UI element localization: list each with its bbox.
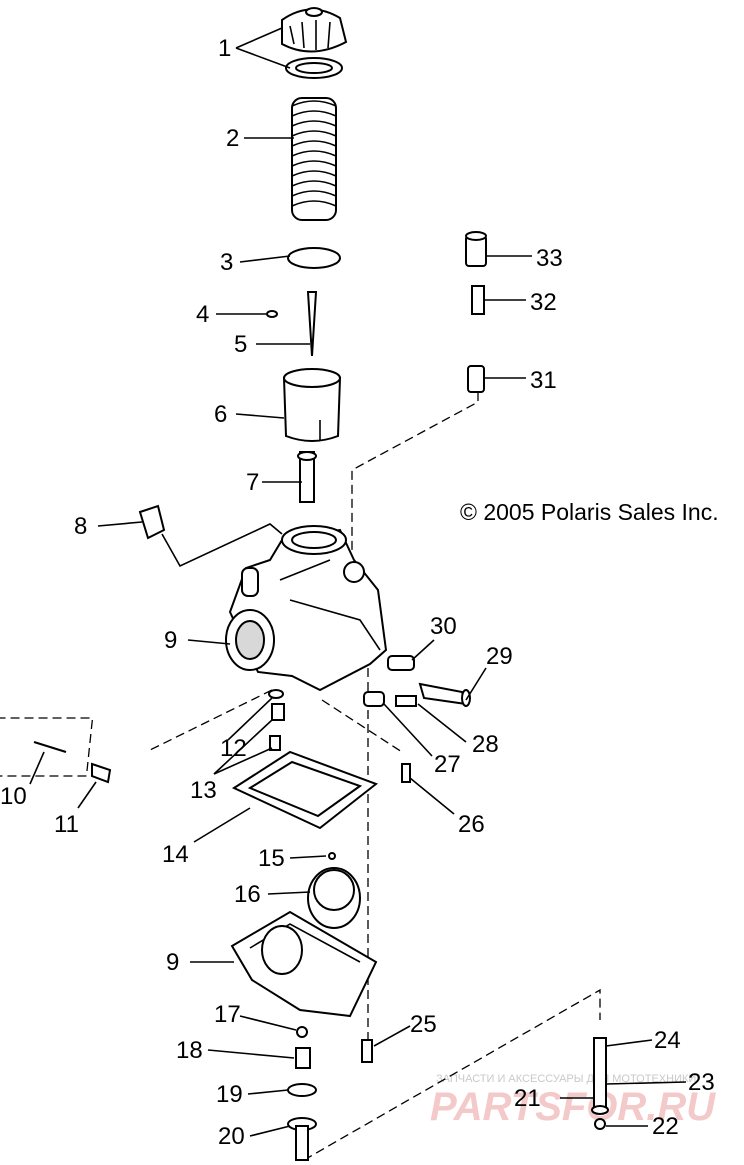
jet-washer [268, 689, 284, 699]
needle-retainer [287, 247, 341, 269]
guide-bracket-10 [0, 717, 94, 777]
callout-26: 26 [458, 811, 485, 838]
callout-21: 21 [514, 1085, 541, 1112]
callout-1: 1 [218, 35, 231, 62]
carburetor-body [225, 525, 388, 692]
callout-30: 30 [430, 613, 457, 640]
callout-23: 23 [688, 1069, 715, 1096]
callout-labels: 1 2 3 4 5 6 7 8 9 9 10 11 12 13 14 15 16… [0, 35, 715, 1150]
drain-tube [33, 741, 67, 753]
o-ring [287, 1083, 317, 1097]
float-bowl [230, 910, 378, 1018]
vent-cap [138, 504, 166, 540]
callout-33: 33 [536, 245, 563, 272]
idle-screw [418, 682, 471, 707]
guide-line-31 [351, 392, 479, 582]
callout-12: 12 [220, 735, 247, 762]
leader-lines [29, 27, 687, 1137]
callout-32: 32 [530, 289, 557, 316]
pilot-screw [395, 695, 417, 707]
copyright-notice: © 2005 Polaris Sales Inc. [460, 499, 719, 525]
guide-line-26 [321, 699, 403, 753]
throttle-valve [282, 368, 342, 442]
drain-plate [91, 762, 112, 784]
pilot-spring [363, 691, 385, 707]
pilot-jet [269, 735, 281, 751]
overflow-pipe [591, 1037, 609, 1130]
cap-washer [285, 57, 343, 79]
starter-nut [465, 231, 487, 267]
callout-7: 7 [246, 469, 259, 496]
watermark: PARTSFOR.RU ЗАПЧАСТИ И АКСЕССУАРЫ ДЛЯ МО… [430, 1073, 716, 1129]
callout-15: 15 [258, 845, 285, 872]
watermark-brand: PARTSFOR.RU [430, 1085, 716, 1129]
callout-11: 11 [54, 811, 79, 838]
parts [33, 7, 609, 1161]
cable-clip [401, 763, 411, 783]
main-jet [271, 703, 285, 721]
needle-clip [266, 310, 278, 318]
needle-jet [297, 451, 317, 503]
callout-14: 14 [162, 841, 189, 868]
drain-plug [287, 1117, 317, 1161]
callout-6: 6 [214, 401, 227, 428]
callout-18: 18 [176, 1037, 203, 1064]
callout-16: 16 [234, 881, 261, 908]
starter-plunger [467, 365, 485, 393]
callout-8: 8 [74, 513, 87, 540]
callout-5: 5 [234, 331, 247, 358]
callout-4: 4 [196, 301, 209, 328]
callout-2: 2 [226, 125, 239, 152]
bowl-screw [361, 1039, 373, 1063]
callout-19: 19 [216, 1081, 243, 1108]
callout-25: 25 [410, 1011, 437, 1038]
callout-20: 20 [218, 1123, 245, 1150]
callout-9-bowl: 9 [166, 949, 179, 976]
float [307, 867, 361, 929]
assembly-guide-lines [0, 392, 601, 1161]
adjust-spring [387, 655, 415, 671]
drain-jet [295, 1047, 311, 1069]
watermark-tagline: ЗАПЧАСТИ И АКСЕССУАРЫ ДЛЯ МОТОТЕХНИКИ [436, 1073, 696, 1085]
callout-24: 24 [654, 1027, 681, 1054]
callout-29: 29 [486, 643, 513, 670]
callout-13: 13 [190, 777, 217, 804]
callout-3: 3 [220, 249, 233, 276]
callout-31: 31 [530, 367, 557, 394]
throttle-spring [291, 97, 337, 221]
callout-17: 17 [214, 1001, 241, 1028]
float-pin [328, 852, 336, 860]
callout-10: 10 [0, 783, 27, 810]
starter-spring [471, 285, 485, 315]
callout-27: 27 [434, 751, 461, 778]
callout-22: 22 [652, 1113, 679, 1140]
jet-needle [306, 291, 318, 357]
drain-washer [296, 1026, 308, 1038]
guide-line-11 [149, 689, 273, 751]
callout-9-body: 9 [164, 627, 177, 654]
carburetor-cap [281, 7, 348, 53]
callout-28: 28 [472, 731, 499, 758]
guide-line-21 [303, 988, 601, 1161]
